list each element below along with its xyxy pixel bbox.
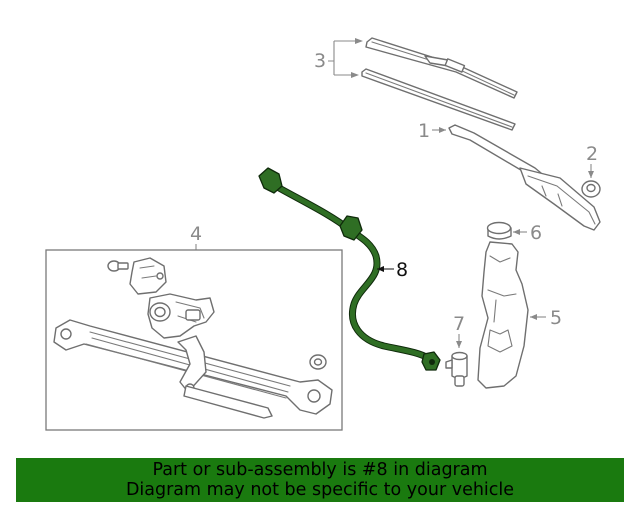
bolt (107, 260, 129, 272)
callout-5: 5 (530, 307, 562, 329)
wiper-arm (448, 124, 601, 231)
callout-8: 8 (377, 259, 408, 281)
harness-connector-mid (339, 215, 363, 241)
nut (581, 180, 601, 198)
callout-7-label: 7 (453, 313, 465, 335)
wiper-motor-linkage (53, 257, 333, 419)
callout-7: 7 (453, 313, 465, 348)
reservoir-cap (486, 221, 512, 240)
callout-5-label: 5 (550, 307, 562, 329)
motor-bracket (129, 257, 167, 295)
callout-8-label: 8 (396, 259, 408, 281)
callout-1: 1 (418, 120, 446, 142)
callout-3-label: 3 (314, 50, 326, 72)
callout-6-label: 6 (530, 222, 542, 244)
washer-pump (445, 351, 468, 387)
harness-connector-top (258, 167, 283, 194)
callout-6: 6 (513, 222, 542, 244)
caption-line-2: Diagram may not be specific to your vehi… (125, 480, 515, 500)
bolt-right (309, 354, 327, 370)
callout-4: 4 (190, 223, 202, 250)
wiper-blade-lower (361, 68, 516, 131)
callout-1-label: 1 (418, 120, 430, 142)
wiper-motor (147, 293, 215, 339)
caption-bar: Part or sub-assembly is #8 in diagram Di… (16, 458, 624, 502)
assembly-frame (45, 249, 343, 431)
caption-line-1: Part or sub-assembly is #8 in diagram (152, 460, 488, 480)
wiper-blade-upper (365, 37, 518, 99)
callout-3: 3 (314, 38, 363, 78)
callout-4-label: 4 (190, 223, 202, 245)
callout-2-label: 2 (586, 143, 598, 165)
washer-reservoir (477, 241, 529, 389)
wiring-harness (258, 167, 441, 371)
callout-2: 2 (586, 143, 598, 178)
